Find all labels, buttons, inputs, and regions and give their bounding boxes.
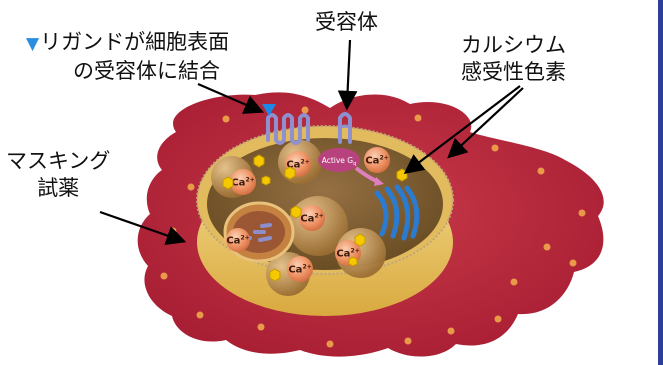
frame-edge	[658, 0, 663, 365]
label-receptor: 受容体	[315, 9, 378, 36]
ligand-marker-icon: ▼	[26, 34, 39, 54]
label-masking-reagent: マスキング 試薬	[6, 148, 110, 202]
arrow-receptor	[347, 40, 350, 104]
label-ligand-binding: ▼リガンドが細胞表面 の受容体に結合	[26, 29, 229, 85]
label-calcium-dye: カルシウム 感受性色素	[461, 32, 566, 86]
